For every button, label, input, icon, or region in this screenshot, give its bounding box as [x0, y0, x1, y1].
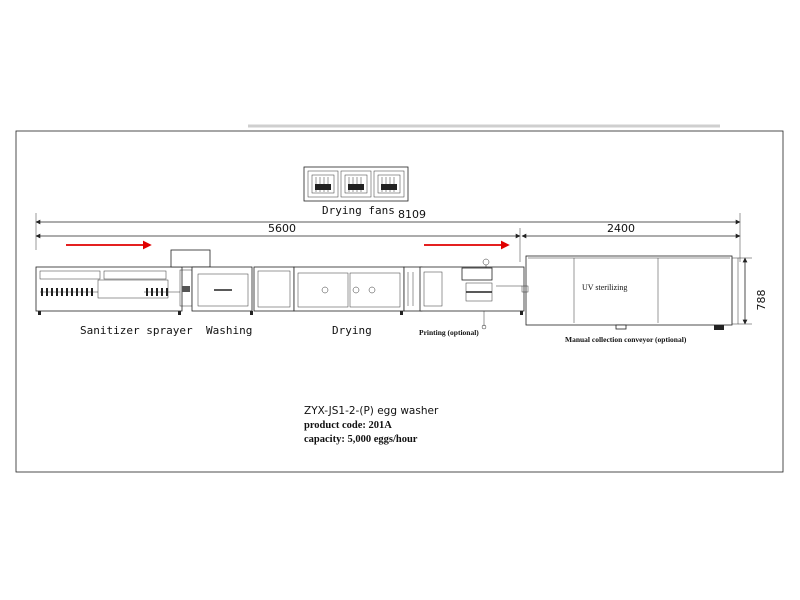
drying-fans-label: Drying fans — [322, 204, 395, 217]
product-code: product code: 201A — [304, 420, 392, 431]
washing-section — [191, 266, 253, 312]
spray-nozzles — [41, 288, 168, 296]
fan-unit — [307, 170, 339, 198]
uv-sterilizing-label: UV sterilizing — [582, 283, 627, 292]
drying-fans — [303, 166, 409, 202]
sanitizer-sprayer-label: Sanitizer sprayer — [80, 324, 193, 337]
drying-label: Drying — [332, 324, 372, 337]
drawing-frame — [15, 130, 784, 473]
conveyor-label: Manual collection conveyor (optional) — [565, 335, 687, 344]
machine-body — [35, 249, 525, 330]
product-model: ZYX-JS1-2-(P) egg washer — [304, 405, 439, 417]
product-info: ZYX-JS1-2-(P) egg washer product code: 2… — [304, 405, 439, 445]
dim-conveyor-value: 2400 — [607, 222, 635, 235]
drying-section — [293, 266, 405, 312]
conveyor-unit — [521, 255, 739, 330]
printing-label: Printing (optional) — [419, 328, 479, 337]
dim-main-value: 5600 — [268, 222, 296, 235]
fan-unit — [373, 170, 405, 198]
dim-height-value: 788 — [755, 290, 768, 311]
dim-total-value: 8109 — [398, 208, 426, 221]
product-capacity: capacity: 5,000 eggs/hour — [304, 434, 418, 445]
washing-label: Washing — [206, 324, 252, 337]
fan-unit — [340, 170, 372, 198]
uv-sterilizing-section — [525, 255, 733, 326]
